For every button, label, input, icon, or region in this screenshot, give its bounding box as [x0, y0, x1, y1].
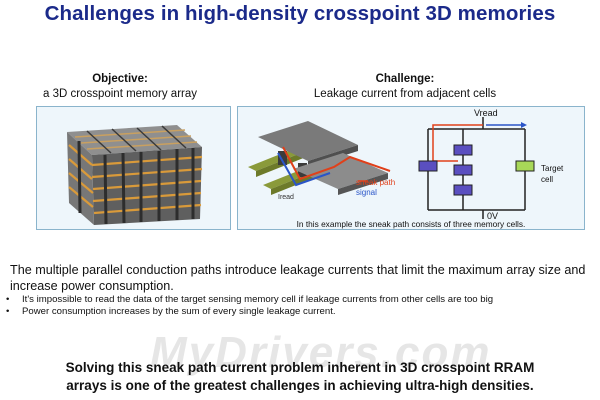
bullet-item: It's impossible to read the data of the …	[6, 294, 493, 306]
target-label-line2: cell	[541, 175, 553, 184]
watermark: MyDrivers.com	[150, 328, 492, 377]
sneak-path-label: sneak path	[356, 178, 395, 187]
sneak-path-illustration: Iread sneak path signal Vread 0V Target	[248, 108, 564, 229]
cell-middle-top	[453, 144, 473, 156]
signal-label: signal	[356, 188, 377, 197]
bullet-item: Power consumption increases by the sum o…	[6, 306, 493, 318]
sneak-path-panel: Iread sneak path signal Vread 0V Target	[237, 106, 585, 230]
vread-label: Vread	[474, 108, 498, 118]
cell-middle-center	[453, 164, 473, 176]
bullet-list: It's impossible to read the data of the …	[6, 294, 493, 318]
leakage-paragraph: The multiple parallel conduction paths i…	[10, 263, 586, 293]
crosspoint-array-panel	[36, 106, 231, 230]
cell-left	[418, 160, 438, 172]
zero-volt-label: 0V	[487, 211, 498, 221]
crosspoint-array-illustration	[67, 125, 203, 225]
objective-subtitle: a 3D crosspoint memory array	[42, 88, 198, 100]
conclusion: Solving this sneak path current problem …	[0, 359, 600, 395]
challenge-subtitle: Leakage current from adjacent cells	[313, 88, 497, 100]
conclusion-line2: arrays is one of the greatest challenges…	[66, 378, 534, 393]
sneak-path-circuit	[427, 117, 527, 219]
target-label-line1: Target	[541, 164, 564, 173]
cell-middle-bottom	[453, 184, 473, 196]
target-cell	[515, 160, 535, 172]
conclusion-line1: Solving this sneak path current problem …	[65, 360, 535, 375]
challenge-heading: Challenge:	[375, 73, 435, 85]
page-title: Challenges in high-density crosspoint 3D…	[44, 2, 556, 25]
objective-heading: Objective:	[92, 73, 148, 85]
crossbar-sketch	[248, 121, 391, 195]
sneak-path-caption: In this example the sneak path consists …	[297, 219, 526, 229]
iread-label: Iread	[278, 194, 294, 201]
